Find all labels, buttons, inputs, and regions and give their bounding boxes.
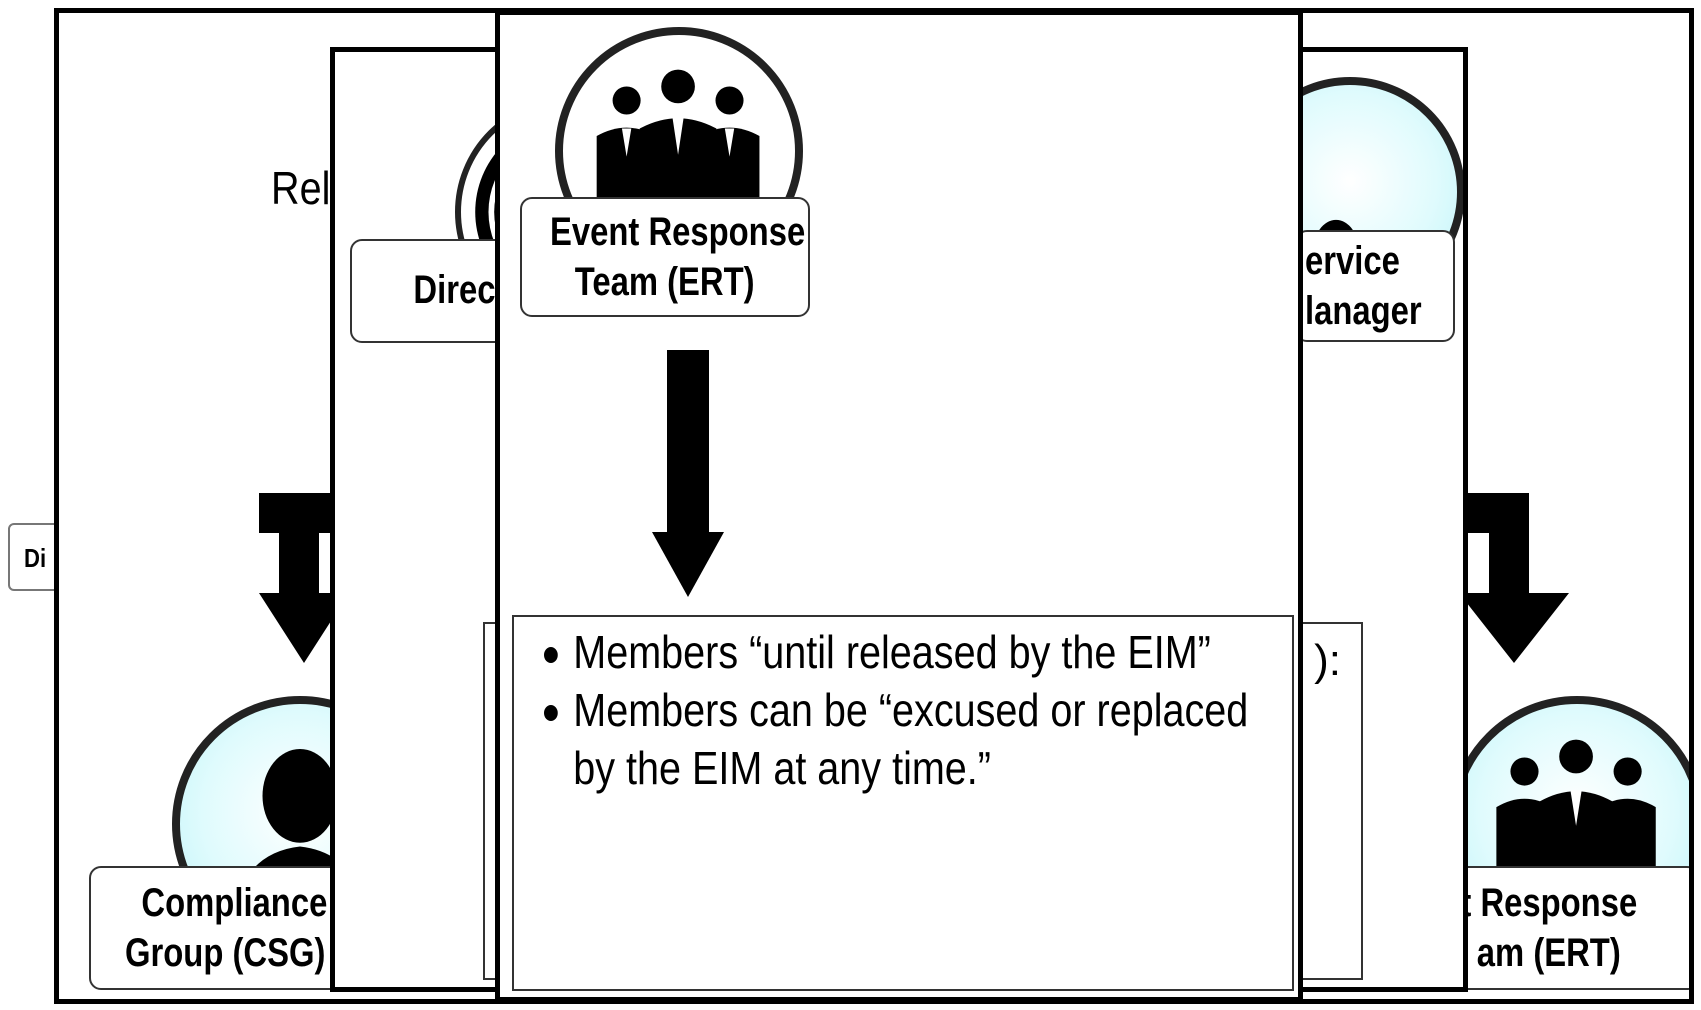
- bullet-item-continuation: by the EIM at any time.”: [573, 742, 991, 794]
- service-manager-label: ervice lanager: [1295, 230, 1455, 342]
- side-tab-label: Di: [24, 543, 47, 573]
- bullet-item: Members “until released by the EIM”: [544, 623, 1211, 681]
- ert-title-label: Event Response Team (ERT): [520, 197, 810, 317]
- right-flow-arrow: [1459, 493, 1569, 663]
- down-arrow: [652, 350, 724, 597]
- left-flow-arrow: [259, 493, 369, 663]
- bullet-item: Members can be “excused or replaced: [544, 681, 1248, 739]
- team-icon: [596, 69, 760, 223]
- bullet-list: Members “until released by the EIM” Memb…: [544, 623, 1282, 797]
- bullet-box: Members “until released by the EIM” Memb…: [512, 615, 1294, 991]
- front-slide: Event Response Team (ERT) Members “until…: [495, 10, 1303, 1002]
- partial-box-text: ):: [1314, 636, 1341, 685]
